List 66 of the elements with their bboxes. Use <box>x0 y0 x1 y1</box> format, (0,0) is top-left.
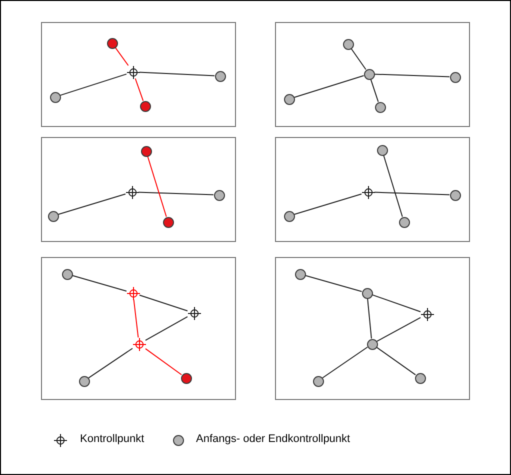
connector-line <box>376 317 421 342</box>
circle-marker <box>364 68 374 80</box>
crosshair-marker <box>420 308 434 320</box>
connector-line <box>147 156 167 218</box>
connector-line <box>139 294 188 312</box>
crosshair-marker <box>132 338 146 350</box>
circle-marker <box>180 372 192 384</box>
circle-marker <box>294 268 306 280</box>
connector-line <box>294 75 364 98</box>
circle-marker <box>62 268 72 280</box>
panel-frame <box>41 137 236 242</box>
panel-frame <box>41 257 236 400</box>
circle-marker <box>450 190 460 200</box>
circle-marker <box>366 338 378 350</box>
crosshair-marker <box>362 186 374 198</box>
connector-line <box>374 74 450 78</box>
legend-label: Kontrollpunkt <box>80 433 144 446</box>
circle-marker <box>162 216 174 228</box>
circle-marker <box>414 372 426 384</box>
connector-line <box>350 48 366 70</box>
circle-marker <box>78 376 90 386</box>
circle-marker <box>214 190 224 200</box>
circle-marker <box>398 216 410 228</box>
legend-label: Anfangs- oder Endkontrollpunkt <box>196 433 350 446</box>
crosshair-marker <box>126 186 138 198</box>
circle-marker <box>312 376 324 386</box>
circle-marker <box>48 210 58 222</box>
connector-line <box>145 348 182 376</box>
circle-marker <box>140 146 152 156</box>
connector-line <box>304 275 362 292</box>
panel-frame <box>275 22 470 127</box>
circle-marker <box>450 72 460 82</box>
connector-line <box>88 348 133 378</box>
circle-marker <box>140 100 150 112</box>
circle-marker <box>284 94 294 104</box>
circle-marker <box>342 38 354 50</box>
connector-line <box>72 275 127 292</box>
connector-line <box>138 192 214 196</box>
connector-line <box>133 299 139 338</box>
panel-frame <box>275 137 470 242</box>
circle-marker <box>376 144 388 156</box>
connector-line <box>370 78 379 102</box>
connector-line <box>322 346 368 378</box>
circle-marker <box>284 210 294 222</box>
connector-line <box>367 298 372 340</box>
connector-line <box>139 72 215 76</box>
connector-line <box>383 154 403 218</box>
crosshair-marker <box>126 286 140 300</box>
connector-line <box>58 193 126 215</box>
circle-marker <box>106 38 118 48</box>
crosshair-marker <box>188 306 200 320</box>
connector-line <box>372 294 421 312</box>
panel-frame <box>41 22 236 127</box>
connector-line <box>134 78 144 102</box>
connector-line <box>376 346 416 376</box>
circle-marker <box>362 288 372 298</box>
connector-line <box>114 46 129 66</box>
crosshair-marker <box>126 66 140 78</box>
connector-line <box>374 192 450 196</box>
circle-marker <box>214 70 226 82</box>
circle-marker <box>50 92 60 102</box>
circle-marker <box>374 102 386 112</box>
connector-line <box>145 316 188 341</box>
connector-line <box>60 74 127 96</box>
connector-line <box>294 193 362 215</box>
panel-frame <box>275 257 470 400</box>
